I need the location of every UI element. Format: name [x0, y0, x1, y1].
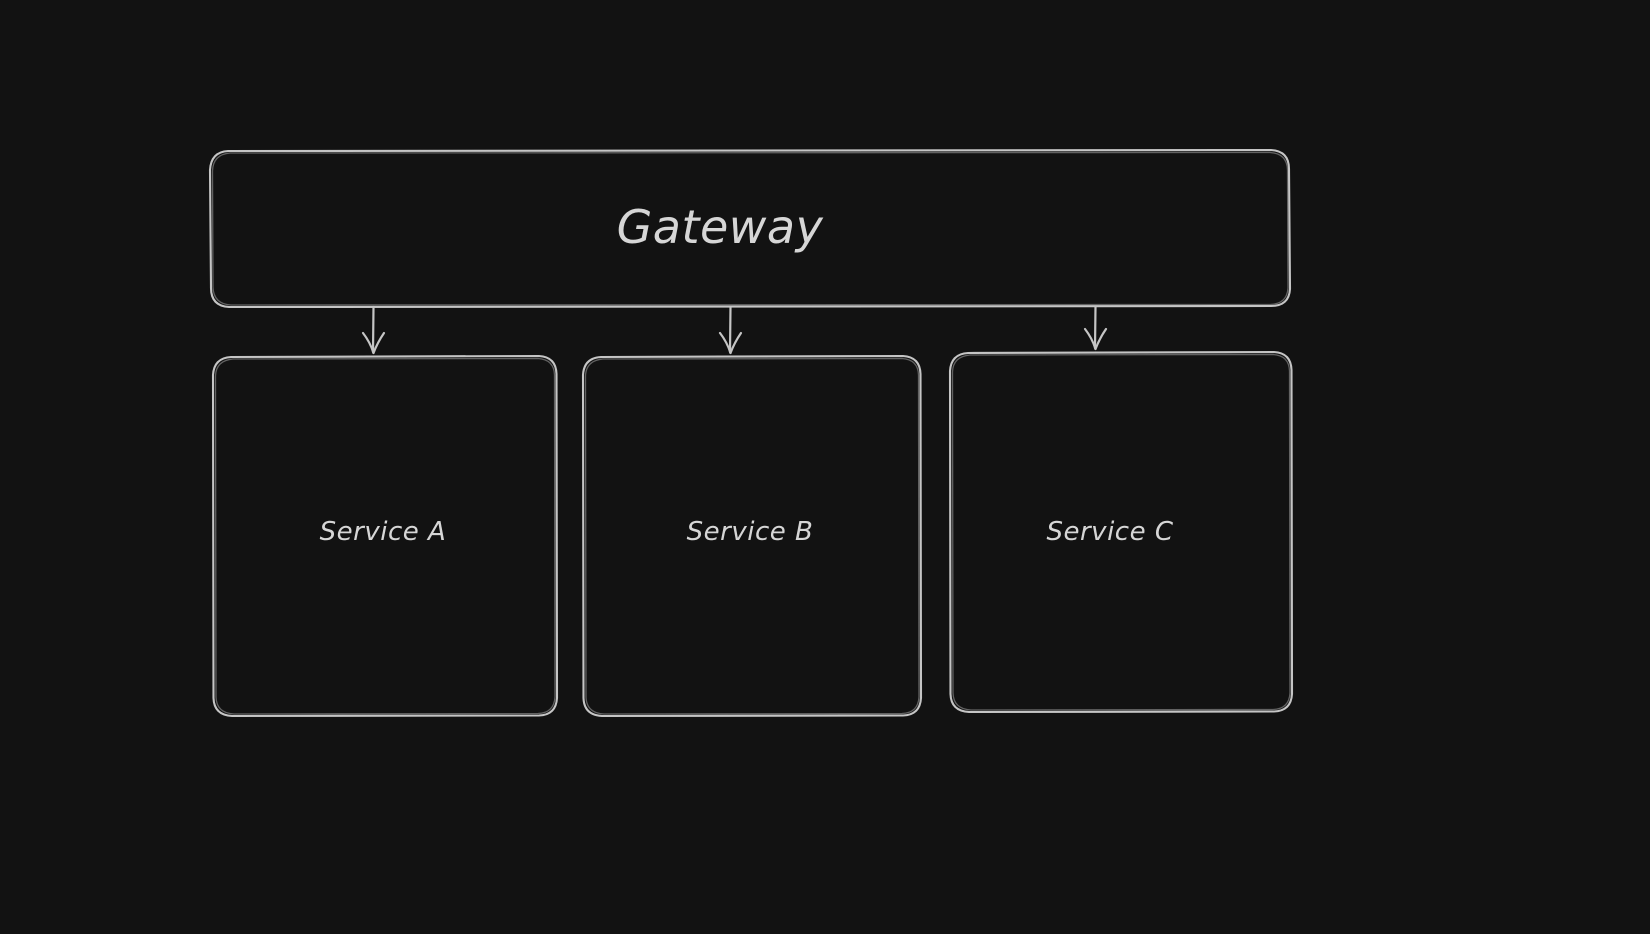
service-b-node[interactable]	[583, 356, 921, 716]
gateway-label: Gateway	[616, 200, 824, 254]
service-b-label: Service B	[686, 517, 814, 547]
service-c-label: Service C	[1046, 517, 1174, 547]
gateway-node[interactable]	[210, 150, 1290, 307]
edge-gateway-to-service-a	[361, 305, 386, 355]
edge-gateway-to-service-b	[718, 305, 743, 355]
edge-gateway-to-service-c	[1083, 305, 1108, 351]
service-c-node[interactable]	[950, 352, 1292, 712]
service-a-node[interactable]	[213, 356, 557, 716]
service-a-label: Service A	[319, 517, 447, 547]
